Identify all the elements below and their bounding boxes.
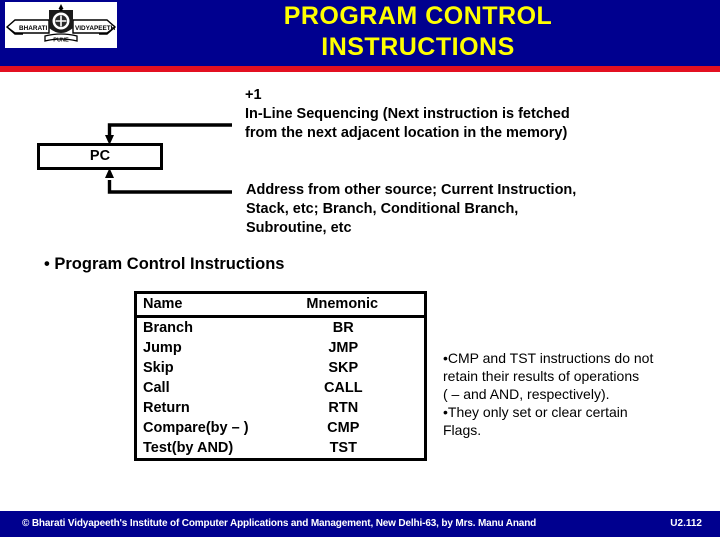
table-row: Call CALL bbox=[137, 378, 424, 398]
instruction-name: Call bbox=[143, 380, 170, 396]
column-header-name: Name bbox=[137, 294, 289, 318]
table-header-row: Name Mnemonic bbox=[137, 294, 424, 318]
instructions-table: Name Mnemonic Branch BR Jump JMP Skip SK… bbox=[134, 291, 427, 461]
footer-page-number: U2.112 bbox=[670, 518, 702, 529]
pc-register-label: PC bbox=[89, 148, 111, 164]
instruction-name: Test(by AND) bbox=[143, 440, 234, 456]
footer-credit-text: © Bharati Vidyapeeth's Institute of Comp… bbox=[22, 518, 537, 529]
instruction-mnemonic: CALL bbox=[323, 380, 363, 396]
institution-logo: BHARATI VIDYAPEETH PUNE bbox=[5, 2, 117, 48]
column-header-mnemonic: Mnemonic bbox=[288, 294, 424, 318]
instructions-table-grid: Name Mnemonic Branch BR Jump JMP Skip SK… bbox=[137, 294, 424, 458]
other-source-description: Address from other source; Current Instr… bbox=[246, 182, 577, 236]
svg-text:VIDYAPEETH: VIDYAPEETH bbox=[75, 25, 116, 32]
instruction-mnemonic: RTN bbox=[328, 400, 359, 416]
inline-sequencing-connector bbox=[107, 123, 232, 139]
footer-band bbox=[0, 511, 720, 537]
svg-text:PUNE: PUNE bbox=[53, 38, 69, 44]
program-control-instructions-heading: • Program Control Instructions bbox=[44, 255, 285, 273]
table-row: Test(by AND) TST bbox=[137, 438, 424, 458]
instruction-mnemonic: BR bbox=[332, 320, 354, 336]
inline-sequencing-description: +1 In-Line Sequencing (Next instruction … bbox=[245, 87, 570, 141]
instructions-table-body: Branch BR Jump JMP Skip SKP Call CALL Re… bbox=[137, 317, 424, 459]
page-title: PROGRAM CONTROL INSTRUCTIONS bbox=[283, 2, 553, 61]
instruction-name: Skip bbox=[143, 360, 174, 376]
instruction-name: Branch bbox=[143, 320, 193, 336]
instructions-table-head: Name Mnemonic bbox=[137, 294, 424, 318]
other-source-connector bbox=[107, 180, 232, 194]
table-row: Return RTN bbox=[137, 398, 424, 418]
instruction-name: Jump bbox=[143, 340, 182, 356]
table-row: Jump JMP bbox=[137, 338, 424, 358]
instruction-name: Compare(by – ) bbox=[143, 420, 249, 436]
table-row: Skip SKP bbox=[137, 358, 424, 378]
table-row: Compare(by – ) CMP bbox=[137, 418, 424, 438]
cmp-tst-side-note: •CMP and TST instructions do not retain … bbox=[443, 350, 654, 438]
instruction-mnemonic: SKP bbox=[328, 360, 359, 376]
instruction-mnemonic: CMP bbox=[327, 420, 360, 436]
header-band bbox=[0, 0, 720, 66]
instruction-name: Return bbox=[143, 400, 190, 416]
bharati-vidyapeeth-emblem-icon: BHARATI VIDYAPEETH PUNE bbox=[5, 2, 117, 48]
header-red-rule bbox=[0, 66, 720, 72]
table-row: Branch BR bbox=[137, 317, 424, 339]
instruction-mnemonic: TST bbox=[329, 440, 357, 456]
instruction-mnemonic: JMP bbox=[328, 340, 359, 356]
svg-text:BHARATI: BHARATI bbox=[19, 25, 48, 32]
pc-register-box: PC bbox=[37, 143, 163, 170]
